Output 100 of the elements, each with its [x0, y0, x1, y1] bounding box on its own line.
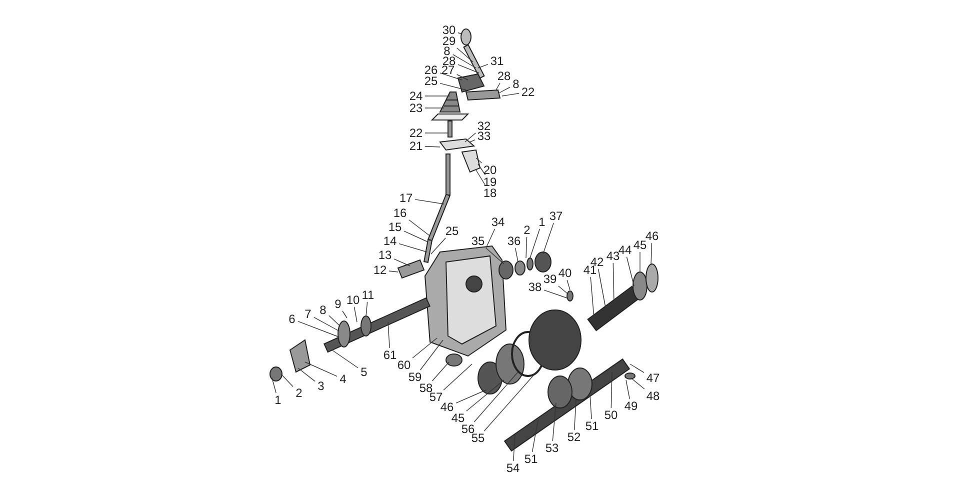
- leader-line: [610, 372, 612, 408]
- cross-plate: [465, 89, 501, 101]
- leader-line: [476, 158, 482, 164]
- callout-number: 60: [396, 358, 412, 372]
- rod-lever: [397, 259, 425, 279]
- callout-number: 11: [360, 288, 376, 302]
- callout-number: 12: [372, 264, 388, 276]
- callout-number: 40: [557, 266, 573, 280]
- leader-line: [498, 86, 510, 94]
- leader-line: [314, 316, 340, 332]
- callout-number: 30: [441, 24, 457, 36]
- callout-number: 61: [382, 348, 398, 362]
- support-bracket: [461, 149, 481, 173]
- coupling: [338, 320, 350, 348]
- callout-number: 28: [496, 70, 512, 82]
- callout-number: 3: [316, 380, 326, 392]
- callout-number: 5: [359, 366, 369, 378]
- rubber-boot: [439, 92, 461, 112]
- leader-line: [566, 280, 570, 290]
- leader-line: [440, 72, 462, 80]
- leader-line: [354, 306, 358, 322]
- leader-line: [304, 362, 338, 377]
- callout-number: 2: [294, 386, 304, 400]
- leader-line: [470, 140, 476, 142]
- gear: [568, 368, 592, 400]
- callout-number: 48: [645, 390, 661, 402]
- callout-number: 15: [387, 220, 403, 234]
- leader-line: [478, 64, 488, 68]
- lever-bracket: [457, 73, 485, 93]
- leader-line: [388, 322, 390, 348]
- leader-line: [650, 242, 652, 266]
- callout-number: 55: [470, 432, 486, 444]
- leader-line: [544, 290, 568, 298]
- leader-line: [440, 82, 466, 90]
- callout-number: 54: [505, 462, 521, 474]
- leader-line: [626, 256, 634, 286]
- leader-line: [530, 228, 540, 258]
- bearing: [632, 272, 648, 300]
- leader-line: [298, 368, 316, 382]
- leader-line: [424, 132, 448, 134]
- callout-number: 8: [318, 304, 328, 316]
- leader-line: [496, 82, 500, 90]
- spacer-ring: [514, 260, 526, 276]
- callout-number: 34: [490, 216, 506, 228]
- leader-line: [432, 362, 450, 382]
- callout-number: 23: [408, 102, 424, 114]
- leader-line: [574, 400, 576, 430]
- callout-number: 31: [489, 54, 505, 68]
- callout-number: 53: [544, 442, 560, 454]
- callout-number: 16: [392, 206, 408, 220]
- leader-line: [626, 380, 630, 400]
- leader-line: [430, 238, 446, 254]
- leader-line: [420, 340, 444, 370]
- callout-number: 26: [423, 64, 439, 76]
- nut: [270, 366, 282, 382]
- bearing-cover: [646, 264, 658, 292]
- leader-line: [412, 338, 438, 358]
- lock-ring: [526, 258, 534, 270]
- pin: [566, 290, 574, 302]
- flange: [289, 339, 311, 373]
- leader-line: [458, 32, 462, 34]
- callout-number: 33: [476, 130, 492, 142]
- gear: [548, 376, 572, 408]
- leader-line: [404, 230, 428, 242]
- leader-line: [272, 378, 276, 394]
- callout-number: 37: [548, 210, 564, 222]
- callout-number: 13: [377, 248, 393, 262]
- callout-number: 35: [470, 234, 486, 248]
- leader-line: [456, 48, 474, 62]
- leader-line: [394, 258, 410, 266]
- leader-line: [502, 93, 520, 96]
- callout-number: 2: [522, 224, 532, 236]
- callout-number: 9: [333, 298, 343, 310]
- leader-line: [443, 364, 472, 390]
- leader-line: [342, 310, 348, 318]
- callout-number: 18: [482, 186, 498, 200]
- callout-number: 29: [441, 34, 457, 48]
- callout-number: 25: [423, 74, 439, 88]
- leader-line: [466, 380, 504, 412]
- callout-number: 10: [345, 294, 361, 306]
- leader-line: [474, 372, 518, 422]
- leader-line: [398, 243, 428, 252]
- leader-line: [486, 248, 504, 264]
- bearing: [534, 252, 552, 272]
- leader-line: [366, 302, 368, 316]
- callout-number: 8: [511, 78, 521, 90]
- callout-number: 22: [408, 126, 424, 140]
- leader-line: [452, 54, 476, 68]
- callout-number: 19: [482, 176, 498, 188]
- bearing: [498, 260, 514, 280]
- callout-number: 17: [398, 192, 414, 204]
- leader-line: [388, 270, 398, 272]
- callout-number: 46: [439, 400, 455, 414]
- gear-lever: [463, 44, 485, 79]
- callout-number: 6: [287, 312, 297, 326]
- leader-line: [456, 390, 486, 404]
- synchronizer: [528, 310, 582, 370]
- leader-line: [630, 378, 645, 390]
- leader-line: [328, 315, 340, 326]
- leader-line: [514, 248, 518, 262]
